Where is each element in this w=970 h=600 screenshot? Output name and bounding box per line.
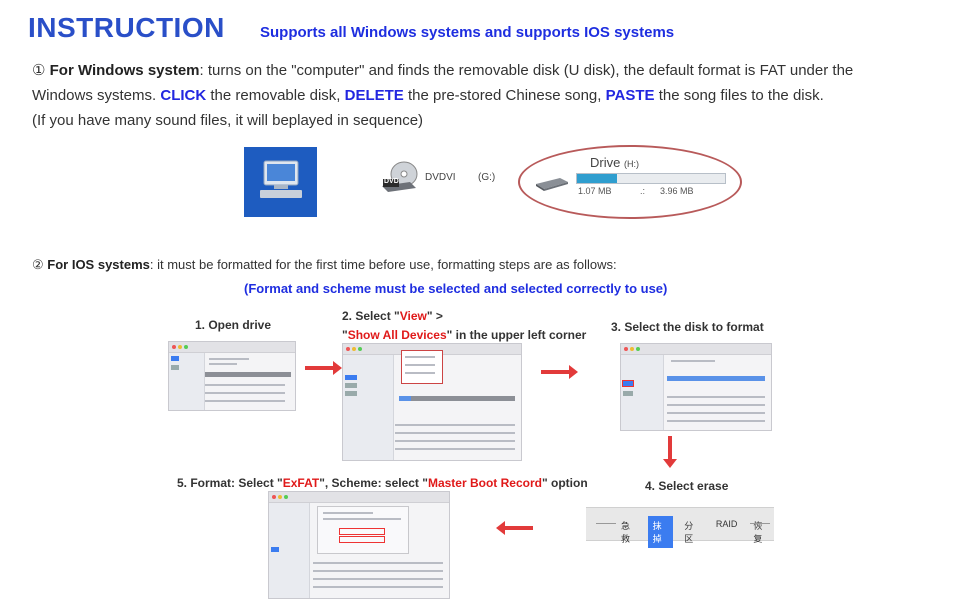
toolbar-item-4[interactable]: 恢复 — [753, 521, 763, 544]
step-3-label: 3. Select the disk to format — [611, 320, 764, 334]
removable-drive-letter: (H:) — [623, 159, 639, 169]
step-5-text-b: ", Scheme: select " — [319, 476, 428, 490]
step-2-text-a: 2. Select " — [342, 309, 400, 323]
view-keyword: View — [399, 309, 427, 323]
view-menu — [401, 350, 443, 384]
step-4-label: 4. Select erase — [645, 479, 729, 493]
toolbar-item-0[interactable]: 急救 — [621, 521, 631, 544]
ios-label: For IOS systems — [47, 257, 150, 272]
step-2-quote: " — [342, 328, 348, 342]
ios-text: : it must be formatted for the first tim… — [149, 257, 617, 272]
ios-note: (Format and scheme must be selected and … — [244, 281, 668, 296]
step-2-screenshot — [342, 343, 522, 461]
arrow-right-icon — [541, 365, 578, 379]
dvd-drive-icon — [380, 160, 420, 198]
master-boot-record-keyword: Master Boot Record — [427, 476, 542, 490]
used-space: 1.07 MB — [578, 186, 612, 196]
step-1-screenshot — [168, 341, 296, 411]
page-title: INSTRUCTION — [28, 12, 225, 43]
toolbar-item-3[interactable]: RAID — [715, 519, 738, 529]
step-5-screenshot — [268, 491, 450, 599]
total-space: 3.96 MB — [660, 186, 694, 196]
toolbar-item-2[interactable]: 分区 — [684, 521, 694, 544]
disk-utility-toolbar: 急救抹掉分区 RAID 恢复 — [586, 507, 774, 548]
scheme-field — [339, 536, 385, 543]
step-5-label: 5. Format: Select "ExFAT", Scheme: selec… — [177, 476, 588, 490]
step-2-label-line2: "Show All Devices" in the upper left cor… — [342, 328, 586, 342]
windows-text-1: : turns on the "computer" and finds the … — [199, 62, 854, 79]
click-keyword: CLICK — [160, 87, 207, 104]
windows-line-1: ① For Windows system: turns on the "comp… — [32, 61, 853, 79]
removable-drive-name: Drive — [590, 155, 621, 170]
step-2-label-line1: 2. Select "View" > — [342, 309, 443, 323]
highlight-circle — [518, 145, 742, 219]
show-all-devices-keyword: Show All Devices — [347, 328, 447, 342]
usb-drive-icon — [534, 172, 574, 192]
arrow-right-icon — [305, 361, 342, 375]
capacity-bar — [576, 173, 726, 184]
space-separator: .: — [640, 186, 646, 196]
erase-dialog — [317, 506, 409, 554]
windows-text-2d: the song files to the disk. — [658, 87, 824, 104]
step-2-text-c: " in the upper left corner — [446, 328, 587, 342]
windows-text-2c: the pre-stored Chinese song, — [407, 87, 602, 104]
support-subtitle: Supports all Windows systems and support… — [260, 24, 675, 41]
arrow-left-icon — [496, 521, 533, 535]
ios-line: ② For IOS systems: it must be formatted … — [32, 257, 617, 273]
windows-text-2a: Windows systems. — [32, 87, 157, 104]
capacity-fill — [577, 174, 617, 183]
windows-line-3: (If you have many sound files, it will b… — [32, 112, 424, 129]
step-1-label: 1. Open drive — [195, 318, 272, 332]
step-3-screenshot — [620, 343, 772, 431]
step-mark: ① — [32, 62, 46, 79]
step-2-text-b: " > — [426, 309, 443, 323]
dvd-drive-letter: (G:) — [478, 172, 496, 183]
format-field — [339, 528, 385, 535]
dvd-badge: DVD — [384, 178, 399, 185]
windows-line-2: Windows systems. CLICK the removable dis… — [32, 87, 824, 104]
exfat-keyword: ExFAT — [282, 476, 320, 490]
step-5-text-c: " option — [541, 476, 588, 490]
toolbar-item-1[interactable]: 抹掉 — [647, 516, 674, 548]
removable-drive-label[interactable]: Drive (H:) — [590, 155, 639, 170]
arrow-down-icon — [663, 436, 677, 468]
step-5-text-a: 5. Format: Select " — [177, 476, 283, 490]
step-mark: ② — [32, 257, 44, 272]
windows-label: For Windows system — [49, 62, 200, 79]
toolbar-items: 急救抹掉分区 RAID 恢复 — [616, 516, 774, 548]
computer-icon — [244, 147, 317, 217]
paste-keyword: PASTE — [605, 87, 655, 104]
delete-keyword: DELETE — [344, 87, 404, 104]
windows-text-2b: the removable disk, — [210, 87, 341, 104]
dvd-drive-name: DVDVI — [425, 172, 456, 183]
